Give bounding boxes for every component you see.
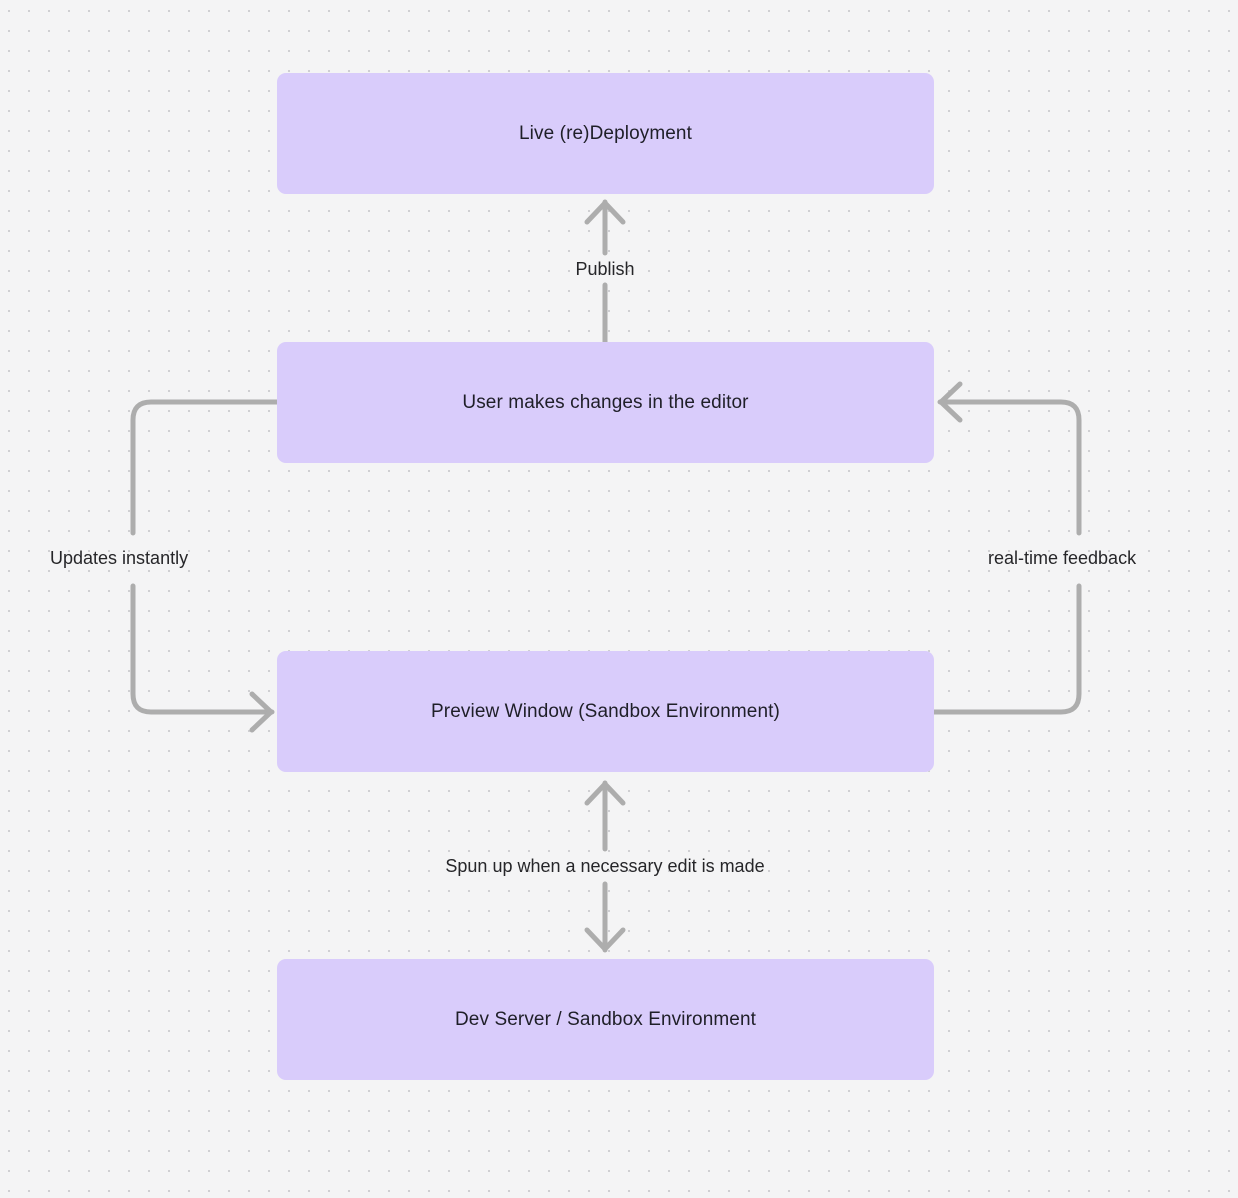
node-preview-window[interactable]: Preview Window (Sandbox Environment) xyxy=(277,651,934,772)
node-label: Live (re)Deployment xyxy=(519,122,692,144)
node-user-makes-changes[interactable]: User makes changes in the editor xyxy=(277,342,934,463)
edge-label-publish: Publish xyxy=(575,259,635,279)
node-label: Preview Window (Sandbox Environment) xyxy=(431,700,780,722)
edge-label-updates-instantly: Updates instantly xyxy=(50,548,189,568)
node-live-redeployment[interactable]: Live (re)Deployment xyxy=(277,73,934,194)
edge-label-real-time-feedback: real-time feedback xyxy=(988,548,1137,568)
node-label: Dev Server / Sandbox Environment xyxy=(454,1008,756,1030)
edge-label-spun-up: Spun up when a necessary edit is made xyxy=(445,856,765,876)
node-dev-server[interactable]: Dev Server / Sandbox Environment xyxy=(277,959,934,1080)
node-label: User makes changes in the editor xyxy=(462,391,749,413)
